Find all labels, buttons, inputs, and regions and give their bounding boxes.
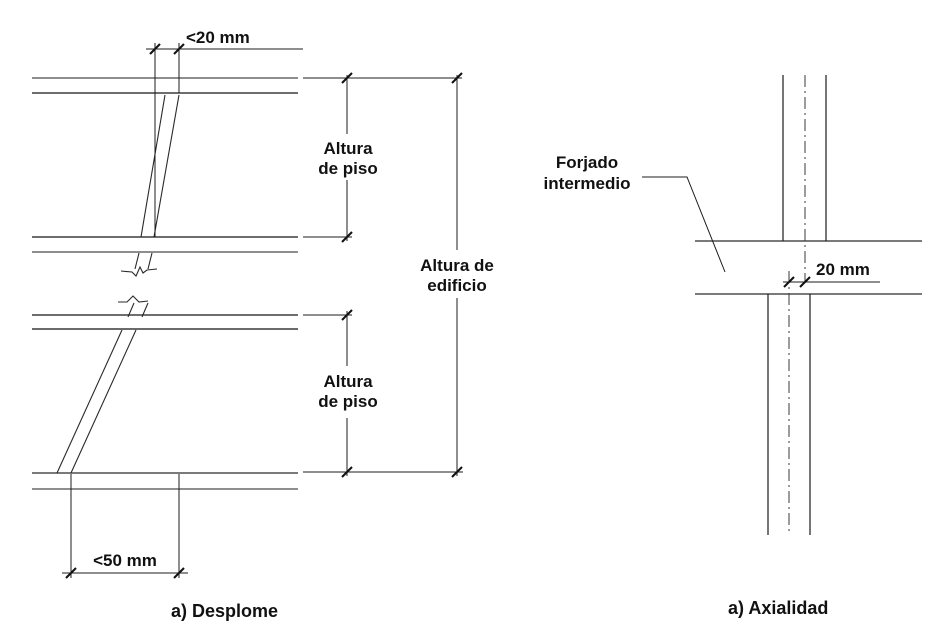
- right-dimension-ticks: [783, 276, 811, 288]
- floor-height-label-upper: Altura de piso: [318, 139, 378, 178]
- right-column-upper: [782, 75, 827, 241]
- left-dimension-ticks: [65, 43, 463, 579]
- floor-height-label-lower: Altura de piso: [318, 372, 378, 411]
- bottom-deviation-label: <50 mm: [93, 551, 157, 570]
- slab-leader-line: [642, 176, 726, 273]
- left-column-upper: [134, 94, 180, 270]
- right-slab-lines: [695, 240, 922, 295]
- intermediate-slab-label: Forjado intermedio: [543, 153, 631, 193]
- right-diagram-caption: a) Axialidad: [728, 598, 829, 618]
- left-diagram-caption: a) Desplome: [171, 601, 279, 621]
- axial-offset-label: 20 mm: [816, 260, 870, 279]
- right-column-lower: [767, 294, 811, 535]
- left-column-lower: [56, 302, 149, 474]
- top-deviation-label: <20 mm: [186, 28, 250, 47]
- left-dimension-lines: [62, 43, 463, 578]
- left-slab-lines: [32, 77, 298, 490]
- building-height-label: Altura de edificio: [420, 256, 494, 295]
- left-break-symbols: [118, 265, 158, 303]
